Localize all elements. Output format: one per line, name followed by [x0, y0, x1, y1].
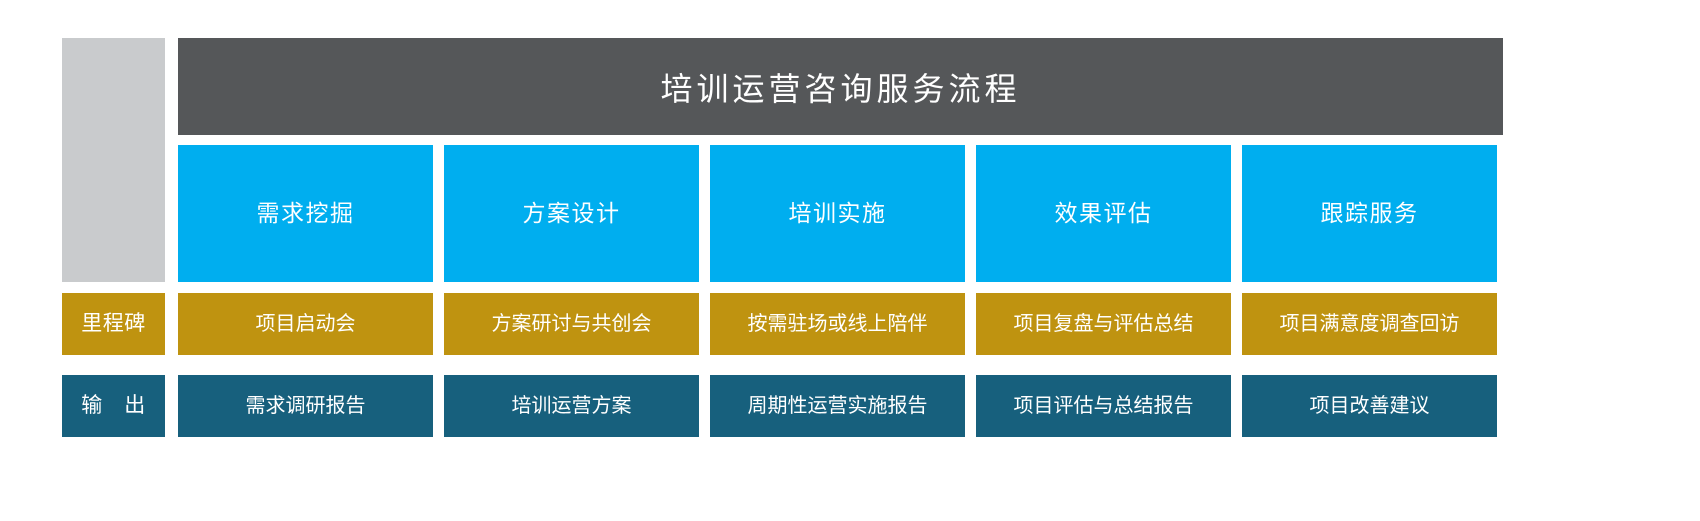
stage-cell-1: 需求挖掘	[178, 145, 433, 282]
output-cell-3: 周期性运营实施报告	[710, 375, 965, 437]
output-cell-5: 项目改善建议	[1242, 375, 1497, 437]
diagram-title: 培训运营咨询服务流程	[178, 38, 1503, 135]
milestone-cell-4: 项目复盘与评估总结	[976, 293, 1231, 355]
milestone-cell-1: 项目启动会	[178, 293, 433, 355]
stage-cell-3: 培训实施	[710, 145, 965, 282]
label-column-spacer	[62, 38, 165, 282]
milestone-cell-3: 按需驻场或线上陪伴	[710, 293, 965, 355]
milestone-cell-5: 项目满意度调查回访	[1242, 293, 1497, 355]
stage-cell-5: 跟踪服务	[1242, 145, 1497, 282]
stage-cell-4: 效果评估	[976, 145, 1231, 282]
output-cell-1: 需求调研报告	[178, 375, 433, 437]
output-cell-2: 培训运营方案	[444, 375, 699, 437]
stage-cell-2: 方案设计	[444, 145, 699, 282]
milestone-cell-2: 方案研讨与共创会	[444, 293, 699, 355]
row-label-milestone: 里程碑	[62, 293, 165, 355]
row-label-output: 输 出	[62, 375, 165, 437]
output-cell-4: 项目评估与总结报告	[976, 375, 1231, 437]
